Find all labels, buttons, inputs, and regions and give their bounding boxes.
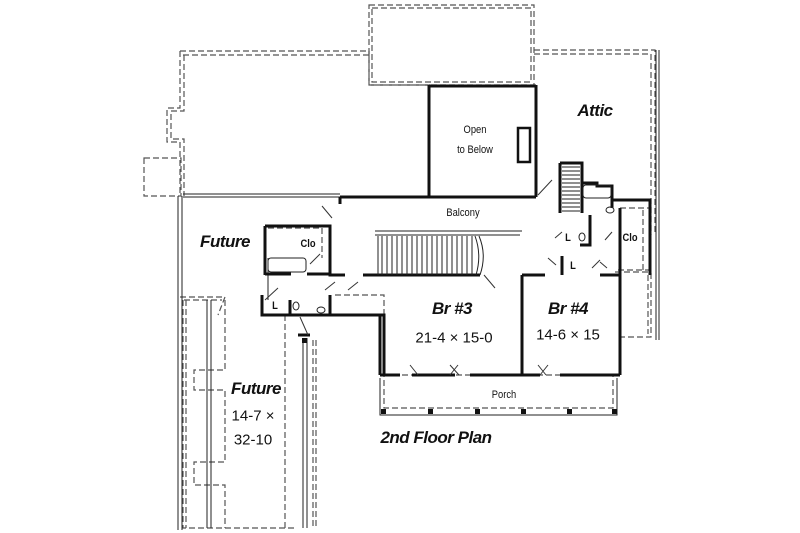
toilet-left: [292, 301, 300, 311]
room-dimension-br3: 21-4 × 15-0: [415, 329, 493, 347]
bathtub-right: [582, 184, 612, 199]
bold-walls: [260, 84, 652, 377]
room-label-br3: Br #3: [431, 299, 473, 318]
fixtures: [267, 184, 615, 314]
laundry-label-1: L: [272, 300, 278, 312]
sink-left: [316, 306, 326, 314]
dashed-roof-outline: [143, 4, 656, 529]
stair-treads: [381, 235, 484, 276]
room-label-future-lower: Future: [231, 379, 281, 398]
room-label-closet-right: Clo: [622, 232, 638, 244]
laundry-label-2: L: [565, 232, 571, 244]
room-dimension-future-lower-1: 14-7 ×: [231, 407, 275, 425]
main-staircase[interactable]: [375, 230, 522, 276]
room-dimension-br4: 14-6 × 15: [536, 326, 600, 344]
sink-right: [578, 232, 586, 242]
bathtub-left: [267, 257, 307, 273]
room-label-balcony: Balcony: [446, 207, 480, 219]
room-label-closet-left: Clo: [300, 238, 316, 250]
room-label-attic: Attic: [577, 101, 613, 120]
room-label-porch: Porch: [491, 389, 517, 401]
room-dimension-future-lower-2: 32-10: [233, 431, 273, 449]
toilet-right: [605, 206, 615, 214]
room-label-future-upper: Future: [200, 232, 250, 251]
porch-posts: [302, 338, 617, 414]
room-label-open-line1: Open: [463, 124, 487, 136]
door-swings: [264, 179, 613, 376]
room-label-br4: Br #4: [547, 299, 589, 318]
thin-walls: [177, 50, 660, 530]
plan-title: 2nd Floor Plan: [380, 428, 492, 447]
laundry-label-3: L: [570, 260, 576, 272]
room-label-open-line2: to Below: [457, 144, 493, 156]
attic-staircase[interactable]: [562, 166, 580, 212]
